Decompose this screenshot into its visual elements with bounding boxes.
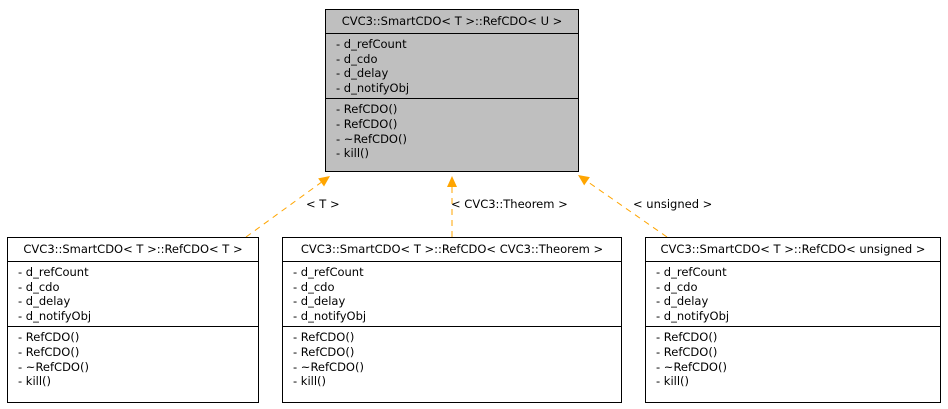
method: - ~RefCDO() bbox=[293, 359, 364, 374]
arrowhead-icon bbox=[578, 175, 590, 186]
method: - RefCDO() bbox=[18, 330, 80, 345]
class-name: CVC3::SmartCDO< T >::RefCDO< U > bbox=[326, 10, 578, 34]
class-box-refcdo-theorem[interactable]: CVC3::SmartCDO< T >::RefCDO< CVC3::Theor… bbox=[282, 237, 622, 403]
attribute: - d_notifyObj bbox=[336, 80, 410, 95]
attributes-section: - d_refCount - d_cdo - d_delay - d_notif… bbox=[8, 262, 258, 328]
class-box-refcdo-t[interactable]: CVC3::SmartCDO< T >::RefCDO< T > - d_ref… bbox=[7, 237, 259, 403]
attribute: - d_delay bbox=[293, 294, 346, 309]
attribute: - d_cdo bbox=[656, 279, 698, 294]
method: - kill() bbox=[18, 374, 52, 389]
method: - ~RefCDO() bbox=[336, 131, 407, 146]
method: - RefCDO() bbox=[18, 344, 80, 359]
attributes-section: - d_refCount - d_cdo - d_delay - d_notif… bbox=[283, 262, 621, 328]
attribute: - d_refCount bbox=[656, 265, 727, 279]
attributes-section: - d_refCount - d_cdo - d_delay - d_notif… bbox=[326, 34, 578, 100]
attribute: - d_notifyObj bbox=[656, 308, 730, 323]
method: - RefCDO() bbox=[336, 116, 398, 131]
attribute: - d_delay bbox=[336, 66, 389, 81]
edge-refcdo-unsigned bbox=[586, 180, 668, 238]
edge-label-theorem: < CVC3::Theorem > bbox=[451, 197, 568, 211]
attribute: - d_cdo bbox=[293, 279, 335, 294]
methods-section: - RefCDO() - RefCDO() - ~RefCDO() - kill… bbox=[8, 327, 258, 391]
edge-refcdo-t bbox=[245, 182, 322, 238]
method: - kill() bbox=[336, 146, 370, 161]
class-name: CVC3::SmartCDO< T >::RefCDO< T > bbox=[8, 238, 258, 262]
edge-label-unsigned: < unsigned > bbox=[633, 197, 713, 211]
method: - RefCDO() bbox=[293, 330, 355, 345]
method: - ~RefCDO() bbox=[18, 359, 89, 374]
method: - ~RefCDO() bbox=[656, 359, 727, 374]
methods-section: - RefCDO() - RefCDO() - ~RefCDO() - kill… bbox=[646, 327, 940, 391]
attribute: - d_notifyObj bbox=[18, 308, 92, 323]
methods-section: - RefCDO() - RefCDO() - ~RefCDO() - kill… bbox=[283, 327, 621, 391]
attribute: - d_notifyObj bbox=[293, 308, 367, 323]
class-box-refcdo-unsigned[interactable]: CVC3::SmartCDO< T >::RefCDO< unsigned > … bbox=[645, 237, 941, 403]
attribute: - d_refCount bbox=[18, 265, 89, 279]
attribute: - d_delay bbox=[656, 294, 709, 309]
attributes-section: - d_refCount - d_cdo - d_delay - d_notif… bbox=[646, 262, 940, 328]
attribute: - d_cdo bbox=[18, 279, 60, 294]
class-box-base[interactable]: CVC3::SmartCDO< T >::RefCDO< U > - d_ref… bbox=[325, 9, 579, 172]
method: - RefCDO() bbox=[656, 330, 718, 345]
arrowhead-icon bbox=[318, 176, 330, 187]
class-name: CVC3::SmartCDO< T >::RefCDO< CVC3::Theor… bbox=[283, 238, 621, 262]
arrowhead-icon bbox=[447, 176, 457, 187]
methods-section: - RefCDO() - RefCDO() - ~RefCDO() - kill… bbox=[326, 99, 578, 163]
method: - RefCDO() bbox=[293, 344, 355, 359]
method: - RefCDO() bbox=[336, 102, 398, 117]
method: - RefCDO() bbox=[656, 344, 718, 359]
attribute: - d_refCount bbox=[336, 37, 407, 51]
method: - kill() bbox=[656, 374, 690, 389]
class-name: CVC3::SmartCDO< T >::RefCDO< unsigned > bbox=[646, 238, 940, 262]
edge-label-t: < T > bbox=[306, 197, 340, 211]
attribute: - d_cdo bbox=[336, 51, 378, 66]
attribute: - d_delay bbox=[18, 294, 71, 309]
attribute: - d_refCount bbox=[293, 265, 364, 279]
method: - kill() bbox=[293, 374, 327, 389]
